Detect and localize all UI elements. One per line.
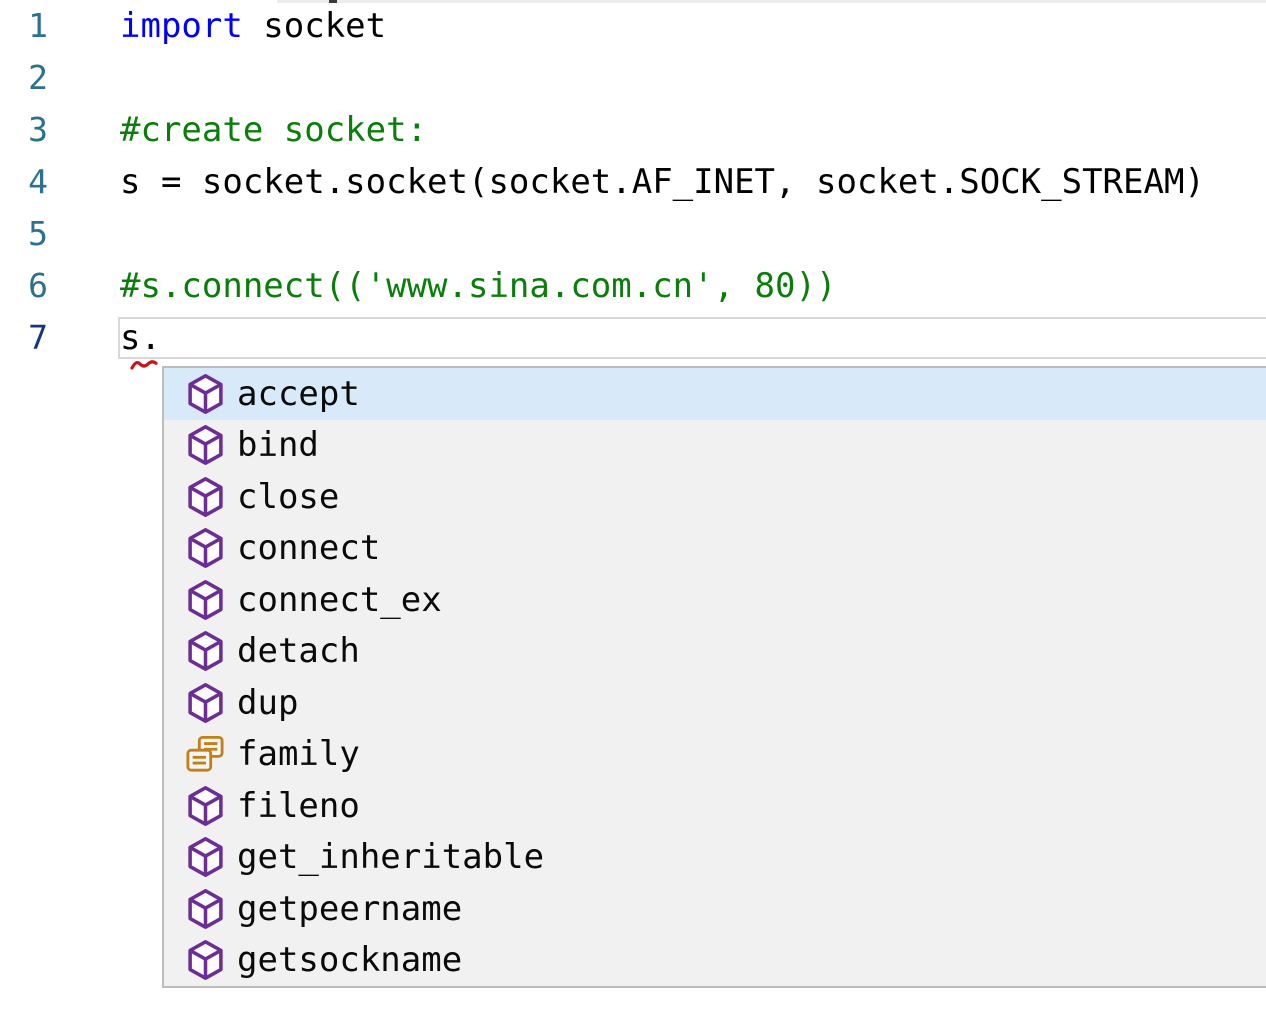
window-top-artifact — [329, 0, 337, 3]
code-text: #s.connect(('www.sina.com.cn', 80)) — [120, 260, 836, 312]
window-top-edge — [277, 0, 1266, 3]
method-icon — [187, 631, 223, 672]
suggest-item-label: bind — [237, 425, 319, 466]
suggest-item-label: get_inheritable — [237, 837, 545, 878]
line-number[interactable]: 3 — [28, 110, 48, 149]
code-token: import — [120, 6, 243, 46]
suggest-item[interactable]: fileno — [164, 780, 1266, 832]
method-icon-wrap — [186, 888, 224, 929]
code-token: s = socket.socket(socket.AF_INET, socket… — [120, 162, 1205, 202]
suggest-item-label: getsockname — [237, 940, 463, 981]
suggest-item[interactable]: connect_ex — [164, 574, 1266, 626]
method-icon-wrap — [186, 837, 224, 878]
code-line[interactable]: 4 s = socket.socket(socket.AF_INET, socke… — [0, 156, 1266, 208]
suggest-item-label: fileno — [237, 785, 360, 826]
code-line[interactable]: 6 #s.connect(('www.sina.com.cn', 80)) — [0, 260, 1266, 312]
method-icon — [187, 425, 223, 466]
method-icon-wrap — [186, 682, 224, 723]
method-icon — [187, 579, 223, 620]
code-token: socket — [242, 6, 387, 46]
suggest-item[interactable]: detach — [164, 626, 1266, 678]
code-text: s. — [120, 312, 161, 364]
suggest-item[interactable]: bind — [164, 420, 1266, 472]
method-icon — [187, 476, 223, 517]
code-line[interactable]: 7 s. — [0, 312, 1266, 364]
code-token: #create socket: — [120, 110, 428, 150]
line-number[interactable]: 1 — [28, 6, 48, 45]
code-line[interactable]: 1 import socket — [0, 0, 1266, 52]
method-icon-wrap — [186, 373, 224, 414]
method-icon-wrap — [186, 579, 224, 620]
suggest-item-label: connect — [237, 528, 381, 569]
method-icon — [187, 940, 223, 981]
suggest-item-label: family — [237, 734, 360, 775]
code-line[interactable]: 2 — [0, 52, 1266, 104]
suggest-item-label: connect_ex — [237, 579, 442, 620]
code-text: import socket — [120, 0, 386, 52]
suggest-item-label: close — [237, 476, 340, 517]
suggest-item[interactable]: get_inheritable — [164, 832, 1266, 884]
field-icon — [186, 736, 224, 772]
code-token: s. — [120, 318, 161, 358]
method-icon — [187, 888, 223, 929]
method-icon — [187, 528, 223, 569]
suggest-item-label: detach — [237, 631, 360, 672]
method-icon-wrap — [186, 940, 224, 981]
method-icon — [187, 373, 223, 414]
method-icon — [187, 682, 223, 723]
suggest-item[interactable]: getpeername — [164, 883, 1266, 935]
method-icon-wrap — [186, 785, 224, 826]
suggest-item[interactable]: close — [164, 471, 1266, 523]
method-icon-wrap — [186, 631, 224, 672]
suggest-item-label: getpeername — [237, 888, 463, 929]
current-line-highlight — [118, 317, 1266, 359]
method-icon — [187, 785, 223, 826]
code-text: #create socket: — [120, 104, 427, 156]
field-icon-wrap — [186, 734, 224, 774]
method-icon-wrap — [186, 476, 224, 517]
code-token: #s.connect(('www.sina.com.cn', 80)) — [120, 266, 837, 306]
line-number[interactable]: 4 — [28, 162, 48, 201]
suggest-item[interactable]: family — [164, 729, 1266, 781]
method-icon — [187, 837, 223, 878]
suggest-item-label: dup — [237, 682, 299, 723]
method-icon-wrap — [186, 528, 224, 569]
suggest-item[interactable]: connect — [164, 523, 1266, 575]
code-line[interactable]: 5 — [0, 208, 1266, 260]
error-squiggle — [130, 358, 160, 377]
suggest-item[interactable]: getsockname — [164, 935, 1266, 987]
line-number[interactable]: 2 — [28, 58, 48, 97]
line-number[interactable]: 6 — [28, 266, 48, 305]
suggest-item-label: accept — [237, 373, 360, 414]
code-line[interactable]: 3 #create socket: — [0, 104, 1266, 156]
code-text: s = socket.socket(socket.AF_INET, socket… — [120, 156, 1205, 208]
method-icon-wrap — [186, 425, 224, 466]
line-number[interactable]: 5 — [28, 214, 48, 253]
suggest-item[interactable]: accept — [164, 368, 1266, 420]
line-number[interactable]: 7 — [28, 318, 48, 357]
suggest-item[interactable]: dup — [164, 677, 1266, 729]
